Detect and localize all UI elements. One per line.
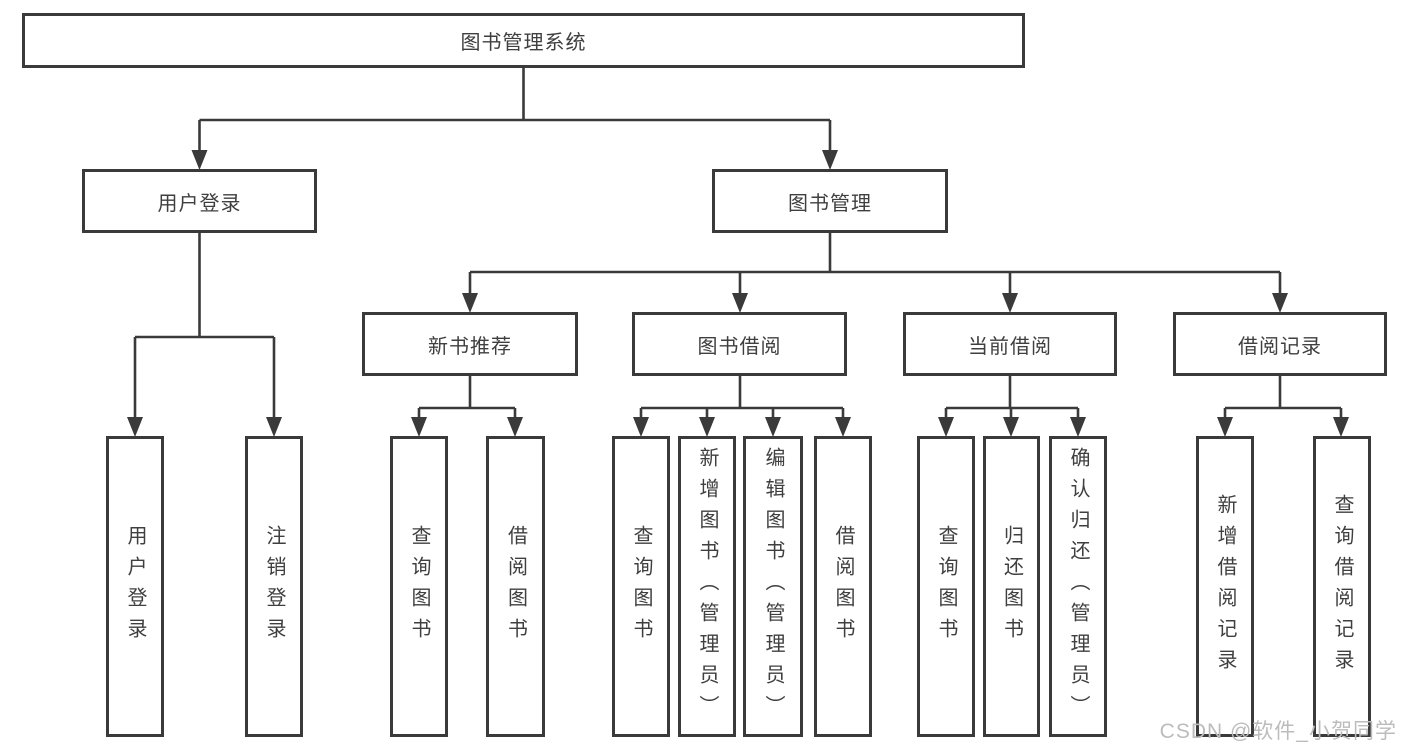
connector-user-login-children bbox=[127, 233, 282, 437]
arrowhead-icon bbox=[1217, 417, 1233, 437]
leaf-confirm-return-admin: 确认归还（管理员） bbox=[1049, 436, 1107, 737]
connector-book-borrow-children bbox=[633, 376, 851, 437]
connector-root-to-level2 bbox=[191, 68, 838, 170]
leaf-label: 用户登录 bbox=[124, 524, 146, 649]
node-current-borrow: 当前借阅 bbox=[903, 312, 1117, 376]
leaf-user-login: 用户登录 bbox=[106, 436, 164, 737]
connector-book-management-children bbox=[462, 233, 1288, 313]
leaf-logout: 注销登录 bbox=[245, 436, 303, 737]
leaf-label: 查询图书 bbox=[408, 524, 430, 649]
leaf-label: 查询图书 bbox=[630, 524, 652, 649]
arrowhead-icon bbox=[191, 150, 208, 170]
leaf-label: 确认归还（管理员） bbox=[1067, 447, 1089, 726]
node-new-book-recommend: 新书推荐 bbox=[362, 312, 578, 376]
node-root-library-system: 图书管理系统 bbox=[22, 13, 1025, 68]
arrowhead-icon bbox=[822, 150, 838, 170]
leaf-label: 归还图书 bbox=[1000, 524, 1023, 649]
arrowhead-icon bbox=[1333, 417, 1349, 437]
leaf-label: 借阅图书 bbox=[504, 524, 527, 649]
arrowhead-icon bbox=[1003, 417, 1019, 437]
arrowhead-icon bbox=[765, 417, 781, 437]
leaf-add-book-admin: 新增图书（管理员） bbox=[678, 436, 736, 737]
node-book-borrow: 图书借阅 bbox=[632, 312, 847, 376]
leaf-label: 借阅图书 bbox=[832, 524, 854, 649]
arrowhead-icon bbox=[1272, 293, 1288, 313]
connector-current-borrow-children bbox=[938, 376, 1086, 437]
arrowhead-icon bbox=[1002, 293, 1018, 313]
leaf-query-books-recommend: 查询图书 bbox=[390, 436, 448, 737]
leaf-query-books-borrow: 查询图书 bbox=[612, 436, 670, 737]
leaf-query-books-current: 查询图书 bbox=[917, 436, 975, 737]
arrowhead-icon bbox=[411, 417, 427, 437]
leaf-borrow-books-recommend: 借阅图书 bbox=[486, 436, 545, 737]
leaf-label: 查询图书 bbox=[935, 524, 957, 649]
leaf-edit-book-admin: 编辑图书（管理员） bbox=[743, 436, 803, 737]
arrowhead-icon bbox=[699, 417, 715, 437]
leaf-label: 查询借阅记录 bbox=[1331, 493, 1353, 680]
connector-new-book-recommend-children bbox=[411, 376, 523, 437]
csdn-watermark: CSDN @软件_小贺同学 bbox=[1159, 720, 1397, 743]
leaf-query-borrow-record: 查询借阅记录 bbox=[1313, 436, 1371, 737]
leaf-return-book: 归还图书 bbox=[983, 436, 1040, 737]
node-borrow-records: 借阅记录 bbox=[1173, 312, 1387, 376]
leaf-borrow-books: 借阅图书 bbox=[814, 436, 872, 737]
leaf-label: 编辑图书（管理员） bbox=[762, 447, 784, 726]
leaf-label: 新增图书（管理员） bbox=[696, 447, 718, 726]
leaf-add-borrow-record: 新增借阅记录 bbox=[1196, 436, 1254, 737]
arrowhead-icon bbox=[938, 417, 954, 437]
leaf-label: 注销登录 bbox=[263, 524, 285, 649]
arrowhead-icon bbox=[507, 417, 523, 437]
node-book-management: 图书管理 bbox=[712, 169, 948, 233]
leaf-label: 新增借阅记录 bbox=[1214, 493, 1236, 680]
arrowhead-icon bbox=[633, 417, 649, 437]
arrowhead-icon bbox=[835, 417, 851, 437]
arrowhead-icon bbox=[462, 293, 478, 313]
arrowhead-icon bbox=[732, 293, 748, 313]
arrowhead-icon bbox=[127, 417, 143, 437]
arrowhead-icon bbox=[1070, 417, 1086, 437]
arrowhead-icon bbox=[266, 417, 282, 437]
connector-borrow-records-children bbox=[1217, 376, 1349, 437]
node-user-login: 用户登录 bbox=[82, 169, 317, 233]
